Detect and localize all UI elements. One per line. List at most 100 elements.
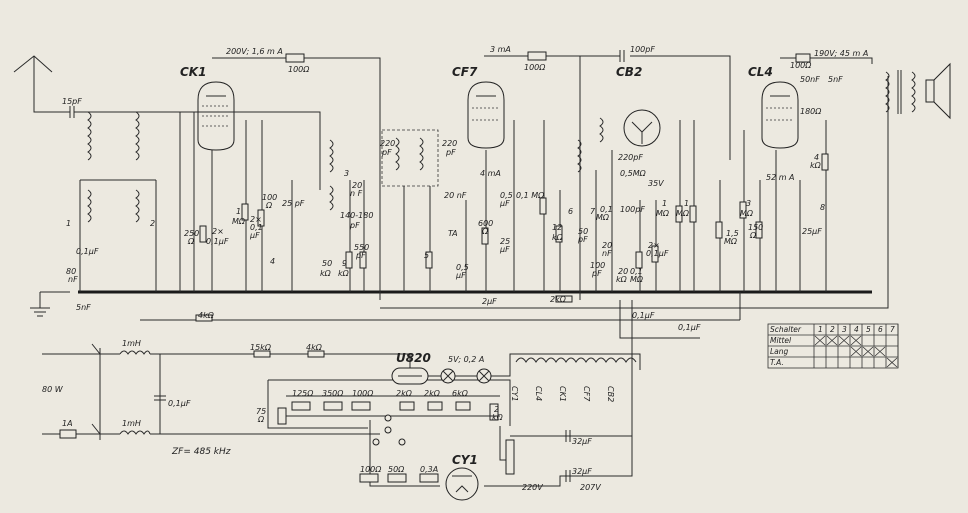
c2x-label: 2× (212, 227, 224, 236)
ground-symbol (30, 291, 70, 317)
voltage-divider (277, 395, 500, 446)
ant-cap-label: 15pF (62, 97, 82, 106)
speaker-icon (925, 62, 951, 120)
resistor-100-ck1 (285, 53, 305, 63)
switch-table-mark (886, 357, 898, 368)
switch-table-mark (826, 335, 838, 346)
heater-cb2-label: CB2 (606, 386, 615, 402)
r100c-label: 100Ω (360, 465, 382, 474)
r20k-label: 20 (618, 267, 628, 276)
cb2-cap-label: 100pF (630, 45, 655, 54)
r1ma-unit: MΩ (656, 209, 670, 218)
fuse2-label: 0,3A (420, 465, 438, 474)
r4k3-label: 4kΩ (306, 343, 323, 352)
r600-label: 600 (478, 219, 493, 228)
c80-label: 80 (66, 267, 76, 276)
c80-unit: nF (68, 275, 78, 284)
c05a-label: 0,5 (456, 263, 469, 272)
switch-2-label: 2 (150, 219, 155, 228)
switch-table-col-1: 1 (818, 325, 823, 334)
ta-label: TA (448, 229, 458, 238)
switch-6-label: 6 (568, 207, 573, 216)
r100b-label: 100Ω (352, 389, 374, 398)
c01uf2-label: 0,1μF (632, 311, 655, 320)
c100pf3-label: 100 (590, 261, 605, 270)
r6k-label: 6kΩ (452, 389, 469, 398)
r50k-unit: kΩ (320, 269, 332, 278)
switch-table-mark (814, 335, 826, 346)
tube-cb2 (623, 109, 661, 147)
tube-cl4-label: CL4 (748, 65, 773, 79)
heater-cl4-label: CL4 (534, 386, 543, 401)
cap-220b-unit: pF (445, 148, 456, 157)
c2x-unit: 0,1μF (206, 237, 229, 246)
tube-ck1-label: CK1 (180, 65, 206, 79)
c20nf-label: 20 (352, 181, 362, 190)
ck1-supply-label: 200V; 1,6 m A (226, 47, 283, 56)
hv-return-line (380, 76, 889, 309)
psu-fuse-label: 1A (62, 419, 73, 428)
c2xd-unit: 0,1μF (646, 249, 669, 258)
r01m2-unit: MΩ (596, 213, 610, 222)
c100pf2-label: 100pF (620, 205, 645, 214)
r01m3-label: 0,1 (630, 267, 643, 276)
tube-ck1 (197, 81, 235, 151)
tube-cf7 (467, 81, 505, 149)
cl4-supply-label: 190V; 45 m A (814, 49, 868, 58)
r15m-label: 1,5 (726, 229, 739, 238)
heater-chain (515, 357, 637, 363)
r4k2-label: 4kΩ (198, 311, 215, 320)
r100-label: 100 (262, 193, 277, 202)
filter-cap-1 (565, 430, 571, 442)
switch-table-mark (874, 346, 886, 357)
filter-choke (505, 439, 515, 475)
r100-unit: Ω (265, 201, 273, 210)
c140-unit: pF (349, 221, 360, 230)
cl4-cap2-label: 5nF (828, 75, 843, 84)
c05b-unit: μF (499, 199, 510, 208)
r1ma-label: 1 (662, 199, 667, 208)
ck1-res-label: 100Ω (288, 65, 310, 74)
r150-label: 150 (748, 223, 763, 232)
output-transformer (885, 70, 916, 114)
c05a-unit: μF (455, 271, 466, 280)
c20nf3-label: 20 (602, 241, 612, 250)
r50-label: 50Ω (388, 465, 405, 474)
switch-3-label: 3 (344, 169, 349, 178)
c550-unit: pF (355, 251, 366, 260)
cap-220b-label: 220 (442, 139, 457, 148)
rf-coils (87, 111, 604, 223)
cl4-supply-line (780, 57, 873, 64)
v220-label: 220V (522, 483, 543, 492)
r2k-label: 2kΩ (550, 295, 567, 304)
switch-table-col-4: 4 (854, 325, 859, 334)
heater-cy1-label: CY1 (510, 386, 519, 402)
c25uf2-label: 25μF (802, 227, 822, 236)
filter-cap-2 (565, 470, 571, 482)
c32b-label: 32μF (572, 467, 592, 476)
cl4-res-label: 100Ω (790, 61, 812, 70)
c25uf-unit: μF (499, 245, 510, 254)
r05m-label: 0,5MΩ (620, 169, 647, 178)
r15k-label: 15kΩ (250, 343, 272, 352)
c5nf-label: 5nF (76, 303, 91, 312)
switch-4-label: 4 (270, 257, 275, 266)
switch-table-row-label: Mittel (770, 336, 792, 345)
cf7-cur-label: 4 mA (480, 169, 501, 178)
c20nf-unit: n F (350, 189, 363, 198)
c550-label: 550 (354, 243, 369, 252)
r4k-unit: kΩ (810, 161, 822, 170)
cf7-res-label: 100Ω (524, 63, 546, 72)
pilot-lamp-2 (476, 368, 492, 384)
cl4-cur-label: 52 m A (766, 173, 795, 182)
switch-7-label: 7 (590, 207, 596, 216)
cl4-res2-label: 180Ω (800, 107, 822, 116)
r2ka-label: 2kΩ (396, 389, 413, 398)
switch-table-col-6: 6 (878, 325, 883, 334)
r2x-label: 2× (250, 215, 262, 224)
psu-fuse (59, 429, 77, 439)
switch-table-mark (862, 346, 874, 357)
c25uf-label: 25 (500, 237, 510, 246)
